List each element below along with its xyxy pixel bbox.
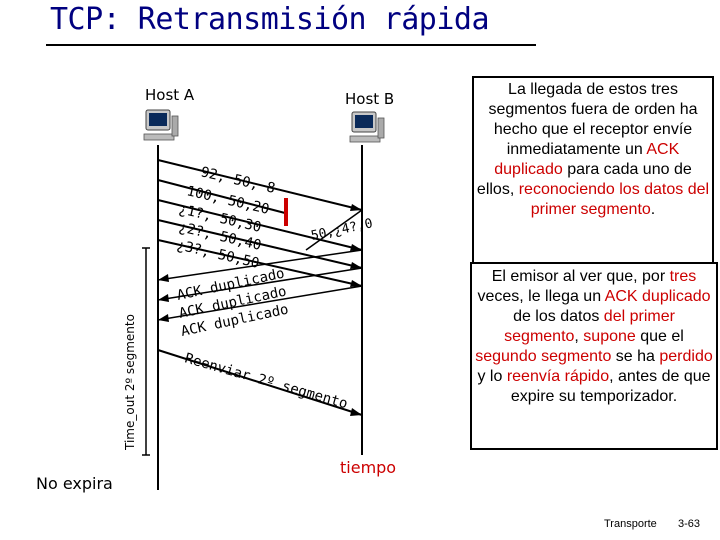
segment-arrow-1 <box>157 159 363 211</box>
explanation-box-sender: El emisor al ver que, por tres veces, le… <box>470 262 718 450</box>
ack-b-label: 50,¿4?,0 <box>310 216 374 244</box>
footer-section: Transporte <box>604 518 657 530</box>
footer-page-number: 3-63 <box>678 518 701 530</box>
time-axis-label: tiempo <box>340 458 397 477</box>
title-underline <box>46 44 536 46</box>
segment-arrow-5 <box>157 239 363 287</box>
segment-arrow-4 <box>157 219 363 269</box>
segment-arrow-2-lost <box>157 179 286 214</box>
timeout-label: Time_out 2º segmento <box>123 314 137 450</box>
computer-icon-host-b <box>349 111 385 143</box>
computer-icon-host-a <box>143 109 179 141</box>
retransmit-label: Reenviar 2º segmento <box>183 350 349 412</box>
no-expira-label: No expira <box>36 474 113 493</box>
retransmit-arrow <box>157 349 363 416</box>
segment-arrow-3 <box>157 199 363 251</box>
ack-arrow-3 <box>157 285 363 321</box>
slide-title: TCP: Retransmisión rápida <box>50 2 490 37</box>
explanation-box-receiver: La llegada de estos tres segmentos fuera… <box>472 76 714 264</box>
host-a-label: Host A <box>145 86 195 104</box>
host-b-label: Host B <box>345 90 395 108</box>
ack-arrow-b <box>305 209 363 251</box>
ack-arrow-1 <box>157 249 363 281</box>
ack-arrow-2 <box>157 267 363 301</box>
